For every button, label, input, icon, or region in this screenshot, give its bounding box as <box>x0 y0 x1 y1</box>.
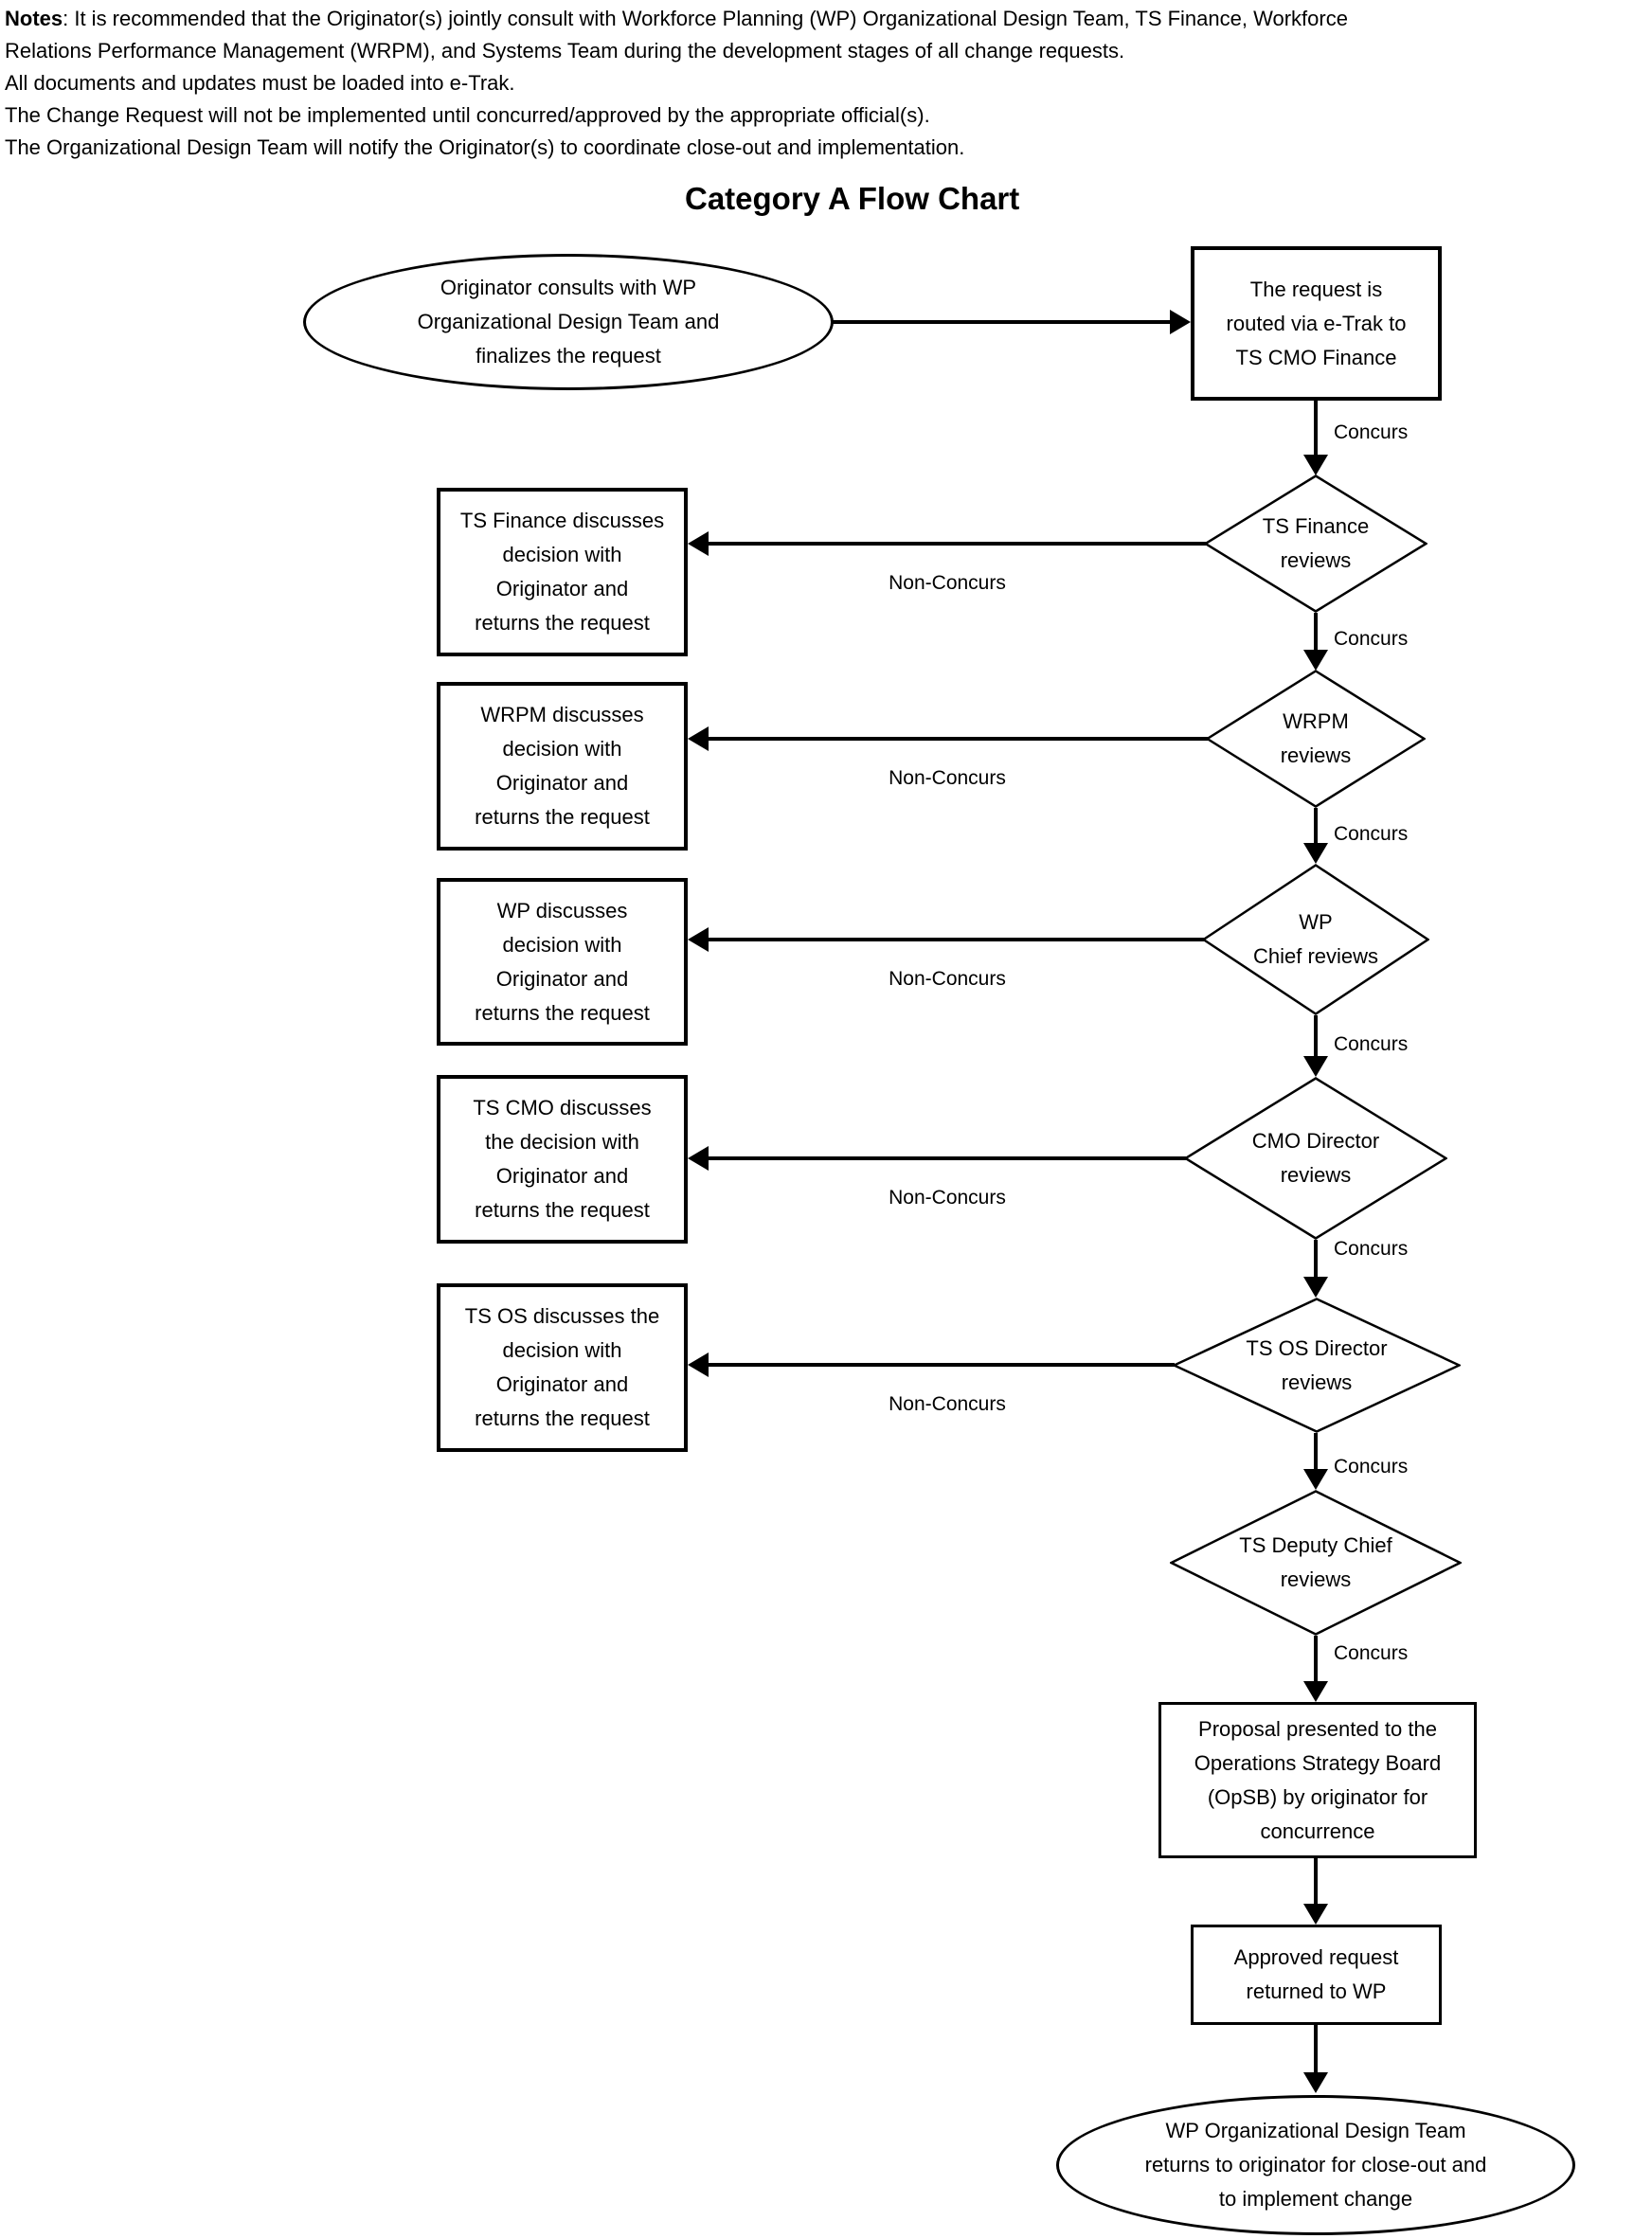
arrow-down-icon <box>1303 650 1328 671</box>
concurs-label-4: Concurs <box>1334 1033 1409 1055</box>
notes-line-1: Notes: It is recommended that the Origin… <box>5 3 1348 35</box>
diamond-outline <box>1202 864 1429 1015</box>
connector-line <box>1314 1433 1318 1470</box>
concurs-label-1: Concurs <box>1334 421 1409 443</box>
notes-line-1-text: : It is recommended that the Originator(… <box>63 7 1348 30</box>
connector-line <box>1314 1858 1318 1905</box>
non-concurs-label-2: Non-Concurs <box>889 767 1006 789</box>
arrow-down-icon <box>1303 1681 1328 1702</box>
connector-line <box>1314 1636 1318 1682</box>
non-concurs-line-3 <box>709 938 1204 941</box>
arrow-left-icon <box>688 1352 709 1377</box>
arrow-left-icon <box>688 531 709 556</box>
non-concurs-label-5: Non-Concurs <box>889 1393 1006 1415</box>
non-concurs-line-1 <box>709 542 1206 546</box>
diamond-outline <box>1184 1077 1447 1240</box>
non-concurs-label-4: Non-Concurs <box>889 1187 1006 1209</box>
notes-label: Notes <box>5 7 63 30</box>
connector-line <box>1314 613 1318 651</box>
arrow-left-icon <box>688 1146 709 1171</box>
connector-line <box>1314 1240 1318 1278</box>
concurs-label-7: Concurs <box>1334 1642 1409 1664</box>
arrow-down-icon <box>1303 1904 1328 1925</box>
arrow-down-icon <box>1303 1277 1328 1298</box>
concurs-label-5: Concurs <box>1334 1238 1409 1260</box>
notes-line-4: The Change Request will not be implement… <box>5 103 930 127</box>
non-concurs-line-5 <box>709 1363 1175 1367</box>
concurs-label-2: Concurs <box>1334 628 1409 650</box>
arrow-down-icon <box>1303 455 1328 475</box>
notes-line-2: Relations Performance Management (WRPM),… <box>5 39 1125 63</box>
diamond-outline <box>1206 670 1426 808</box>
arrow-down-icon <box>1303 1056 1328 1077</box>
arrow-down-icon <box>1303 2072 1328 2093</box>
connector-line <box>1314 808 1318 844</box>
concurs-label-6: Concurs <box>1334 1456 1409 1478</box>
arrow-left-icon <box>688 726 709 751</box>
connector-line <box>1314 1015 1318 1057</box>
non-concurs-line-2 <box>709 737 1208 741</box>
diamond-outline <box>1170 1490 1462 1636</box>
diamond-outline <box>1204 475 1428 613</box>
diamond-outline <box>1173 1298 1461 1433</box>
arrow-start-to-request-line <box>832 320 1171 324</box>
non-concurs-line-4 <box>709 1156 1186 1160</box>
notes-line-5: The Organizational Design Team will noti… <box>5 135 965 159</box>
concurs-label-3: Concurs <box>1334 823 1409 845</box>
connector-line <box>1314 2025 1318 2073</box>
connector-line <box>1314 401 1318 456</box>
non-concurs-label-3: Non-Concurs <box>889 968 1006 990</box>
arrow-right-icon <box>1170 310 1191 334</box>
arrow-down-icon <box>1303 843 1328 864</box>
page-title: Category A Flow Chart <box>685 181 1020 216</box>
arrow-left-icon <box>688 927 709 952</box>
notes-line-3: All documents and updates must be loaded… <box>5 71 515 95</box>
non-concurs-label-1: Non-Concurs <box>889 572 1006 594</box>
arrow-down-icon <box>1303 1469 1328 1490</box>
